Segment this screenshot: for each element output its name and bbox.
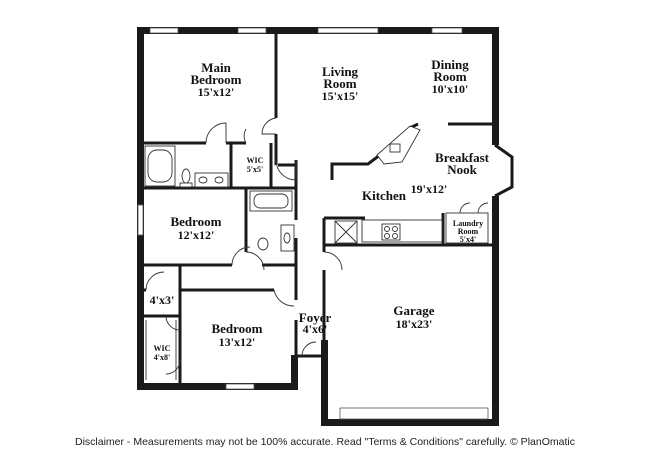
room-bedroom-3: Bedroom 13'x12' — [211, 321, 262, 349]
wic-main-dimensions: 5'x5' — [247, 165, 263, 174]
room-breakfast-nook: Breakfast Nook — [435, 150, 490, 177]
room-bedroom-2: Bedroom 12'x12' — [170, 214, 221, 242]
living-room-label-line2: Room — [323, 76, 356, 91]
foyer-dimensions: 4'x6' — [303, 322, 328, 336]
kitchen-dimensions: 19'x12' — [411, 182, 448, 196]
disclaimer-text: Disclaimer - Measurements may not be 100… — [75, 436, 575, 448]
interior-walls — [140, 30, 495, 385]
laundry-label-line2: Room — [458, 227, 479, 236]
fixtures — [144, 125, 489, 380]
room-main-bedroom: Main Bedroom 15'x12' — [190, 60, 241, 99]
bedroom-2-label: Bedroom — [170, 214, 221, 229]
wic-bed3-dimensions: 4'x8' — [154, 353, 170, 362]
closet-hall-dimensions: 4'x3' — [150, 293, 175, 307]
breakfast-nook-label-line2: Nook — [447, 162, 477, 177]
room-living-room: Living Room 15'x15' — [322, 64, 359, 103]
foyer-label: Foyer — [299, 310, 332, 325]
room-wic-bedroom-3: WIC 4'x8' — [154, 344, 171, 362]
room-dining-room: Dining Room 10'x10' — [431, 57, 469, 96]
kitchen-label: Kitchen — [362, 188, 407, 203]
main-bedroom-label-line2: Bedroom — [190, 72, 241, 87]
laundry-label-line1: Laundry — [453, 219, 483, 228]
laundry-dimensions: 5'x4' — [460, 235, 476, 244]
living-room-dimensions: 15'x15' — [322, 89, 359, 103]
bedroom-2-dimensions: 12'x12' — [178, 228, 215, 242]
dining-room-label-line1: Dining — [431, 57, 469, 72]
bedroom-3-label: Bedroom — [211, 321, 262, 336]
room-wic-main: WIC 5'x5' — [247, 156, 264, 174]
garage-label: Garage — [393, 303, 434, 318]
room-kitchen: Kitchen 19'x12' — [362, 182, 447, 203]
main-bedroom-dimensions: 15'x12' — [198, 85, 235, 99]
windows — [137, 27, 489, 420]
dining-room-dimensions: 10'x10' — [432, 82, 469, 96]
bedroom-3-dimensions: 13'x12' — [219, 335, 256, 349]
breakfast-nook-label-line1: Breakfast — [435, 150, 490, 165]
room-laundry: Laundry Room 5'x4' — [453, 219, 483, 244]
dining-room-label-line2: Room — [433, 69, 466, 84]
wic-main-label: WIC — [247, 156, 264, 165]
wic-bed3-label: WIC — [154, 344, 171, 353]
room-garage: Garage 18'x23' — [393, 303, 434, 331]
garage-dimensions: 18'x23' — [396, 317, 433, 331]
doors — [145, 117, 489, 375]
living-room-label-line1: Living — [322, 64, 359, 79]
room-foyer: Foyer 4'x6' — [299, 310, 332, 336]
main-bedroom-label-line1: Main — [201, 60, 231, 75]
room-closet-hall: 4'x3' — [150, 293, 175, 307]
